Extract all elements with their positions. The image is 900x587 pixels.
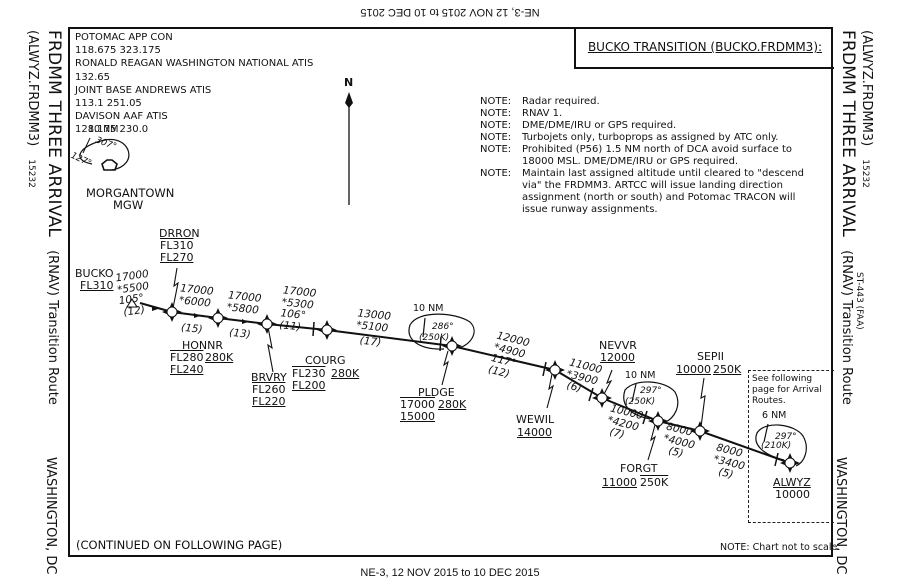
nevvr-name: NEVVR: [599, 339, 637, 352]
freq-name: JOINT BASE ANDREWS ATIS: [75, 84, 212, 96]
north-label: N: [344, 76, 354, 89]
sepii-speed: 250K: [713, 363, 742, 376]
scale-note: NOTE: Chart not to scale.: [720, 542, 841, 553]
forgt-hold-distance: 10 NM: [625, 370, 656, 381]
morgantown-vor-icon: [79, 137, 130, 171]
drron-alt-bottom: FL270: [160, 251, 194, 264]
alwyz-hold-distance: 6 NM: [762, 410, 787, 421]
sepii-alt: 10000: [676, 363, 711, 376]
route-arrows: [152, 306, 248, 324]
wewil-name: WEWIL: [516, 413, 555, 426]
feeder-lines: [172, 267, 706, 461]
leg-1: 17000 *5500 105° (12): [115, 268, 155, 319]
brvry-alt-bottom: FL220: [252, 395, 286, 408]
note-item: NOTE:Prohibited (P56) 1.5 NM north of DC…: [480, 144, 792, 167]
alwyz-hold-icon: [755, 423, 807, 467]
freq-value: 113.1 251.05: [75, 98, 142, 110]
forgt-hold-icon: [623, 381, 679, 424]
waypoint-drron-icon: [162, 302, 182, 322]
waypoint-bucko-icon: [126, 297, 138, 308]
alwyz-alt: 10000: [775, 488, 810, 501]
forgt-name: FORGT: [620, 462, 658, 475]
freq-value: 132.65: [75, 71, 110, 83]
notes-block: NOTE:Radar required. NOTE:RNAV 1. NOTE:D…: [480, 96, 812, 216]
bucko-name: BUCKO: [75, 267, 114, 280]
waypoint-wewil-icon: [545, 360, 565, 380]
forgt-speed: 250K: [640, 476, 669, 489]
honnr-alt-bottom: FL240: [170, 363, 204, 376]
pldge-speed: 280K: [438, 398, 467, 411]
pldge-name: PLDGE: [418, 386, 455, 399]
note-item: NOTE:Maintain last assigned altitude unt…: [480, 168, 804, 215]
freq-name: POTOMAC APP CON: [75, 32, 173, 43]
mgw-hold-distance: 10 NM: [88, 124, 119, 135]
waypoint-symbols: [126, 297, 800, 473]
freq-name: DAVISON AAF ATIS: [75, 111, 168, 123]
continued-note: (CONTINUED ON FOLLOWING PAGE): [76, 538, 283, 552]
forgt-alt: 11000: [602, 476, 637, 489]
drron-alt-top: FL310: [160, 239, 194, 252]
freq-value: 128.175 230.0: [75, 124, 149, 136]
brvry-alt-top: FL260: [252, 383, 286, 396]
leg-moca: *5100: [355, 318, 389, 335]
alwyz-name: ALWYZ: [773, 476, 811, 489]
alwyz-hold-course: 297°: [775, 432, 797, 442]
arrival-routes-box: [748, 370, 834, 523]
sepii-name: SEPII: [697, 350, 725, 363]
waypoint-honnr-icon: [208, 308, 228, 328]
north-arrow-icon: [345, 92, 353, 205]
waypoint-forgt-icon: [648, 411, 668, 431]
pldge-hold-distance: 10 NM: [413, 303, 444, 314]
note-item: NOTE:DME/DME/IRU or GPS required.: [480, 120, 677, 131]
pldge-hold-course: 286°: [432, 322, 454, 332]
waypoint-brvry-icon: [257, 314, 277, 334]
waypoint-nevvr-icon: [592, 388, 612, 408]
alwyz-hold-speed: (210K): [761, 441, 792, 451]
brvry-name: BRVRY: [251, 371, 287, 384]
pldge-alt-top: 17000: [400, 398, 435, 411]
frequency-block: POTOMAC APP CON 118.675 323.175 RONALD R…: [75, 31, 313, 137]
transition-title-box: BUCKO TRANSITION (BUCKO.FRDMM3):: [574, 27, 834, 69]
courg-speed: 280K: [331, 367, 360, 380]
waypoint-alwyz-icon: [780, 453, 800, 473]
wewil-alt: 14000: [517, 426, 552, 439]
transition-title: BUCKO TRANSITION (BUCKO.FRDMM3):: [587, 40, 823, 54]
waypoint-pldge-icon: [442, 336, 462, 356]
forgt-hold-speed: (250K): [625, 397, 656, 407]
note-item: NOTE:Radar required.: [480, 96, 600, 107]
see-following-note: See following page for Arrival Routes.: [752, 374, 822, 406]
navaid-ident: MGW: [113, 198, 144, 212]
courg-alt-bottom: FL200: [292, 379, 326, 392]
drron-name: DRRON: [159, 227, 200, 240]
honnr-speed: 280K: [205, 351, 234, 364]
courg-alt-top: FL230: [292, 367, 326, 380]
leg-5: 13000 *5100 (17): [354, 307, 392, 350]
note-item: NOTE:RNAV 1.: [480, 108, 563, 119]
pldge-alt-bottom: 15000: [400, 410, 435, 423]
courg-name: COURG: [305, 354, 346, 367]
freq-value: 118.675 323.175: [75, 45, 161, 57]
leg-4: 17000 *5300 106° (11): [279, 284, 317, 334]
nevvr-alt: 12000: [600, 351, 635, 364]
leg-moca: *6000: [178, 293, 212, 310]
pldge-hold-icon: [408, 313, 475, 350]
honnr-name: HONNR: [182, 339, 224, 352]
freq-name: RONALD REAGAN WASHINGTON NATIONAL ATIS: [75, 58, 314, 70]
waypoint-sepii-icon: [690, 421, 710, 441]
leg-moca: *5800: [226, 300, 260, 317]
navaid-name: MORGANTOWN: [86, 186, 175, 200]
chart-frame: [68, 27, 833, 557]
bucko-alt: FL310: [80, 279, 114, 292]
waypoint-courg-icon: [317, 320, 337, 340]
honnr-alt-top: FL280: [170, 351, 204, 364]
header-bottom: NE-3, 12 NOV 2015 to 10 DEC 2015: [360, 567, 540, 579]
forgt-hold-course: 297°: [640, 386, 662, 396]
leg-2: 17000 *6000 (15): [175, 282, 214, 337]
note-item: NOTE:Turbojets only, turboprops as assig…: [480, 132, 779, 143]
pldge-hold-speed: (250K): [419, 333, 450, 343]
leg-3: 17000 *5800 (13): [224, 289, 262, 342]
